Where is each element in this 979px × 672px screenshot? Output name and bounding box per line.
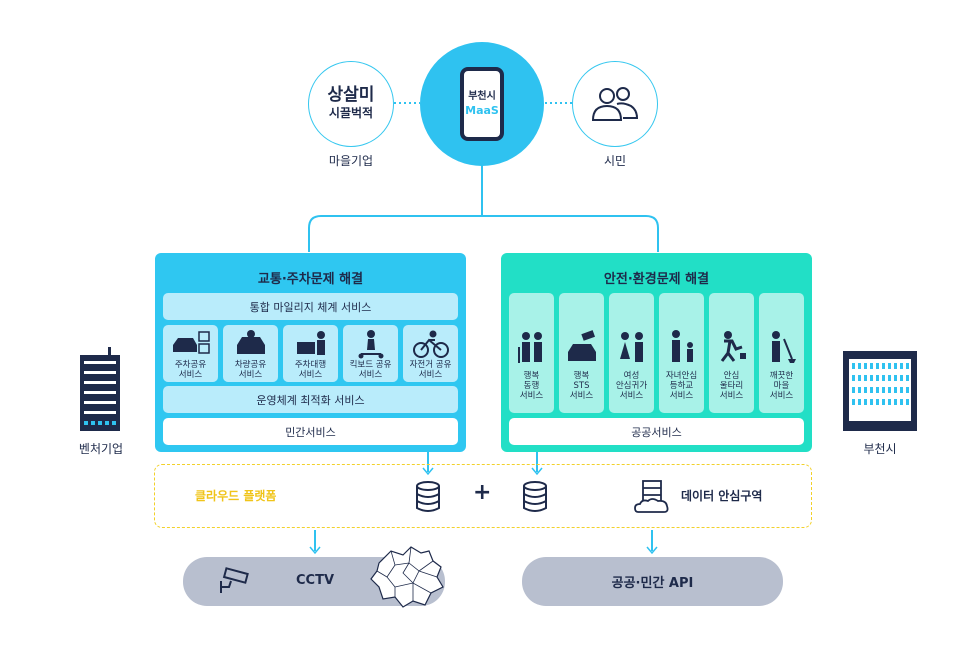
car-camera-icon	[567, 330, 596, 361]
tile-label: 킥보드 공유 서비스	[349, 360, 392, 380]
tile-bicycle[interactable]: 자전거 공유 서비스	[403, 325, 458, 382]
database-icon	[523, 481, 547, 512]
bucheon-map-icon	[370, 546, 444, 608]
parent-child-icon	[671, 330, 693, 362]
car-share-icon	[236, 330, 265, 354]
cloud-platform-label: 클라우드 플랫폼	[195, 489, 277, 503]
tile-label: 주차공유 서비스	[174, 360, 207, 380]
tile-parking-share[interactable]: 주차공유 서비스	[163, 325, 218, 382]
tile-label: 자전거 공유 서비스	[409, 360, 452, 380]
tile-child-safe-school[interactable]: 자녀안심 등하교 서비스	[659, 293, 704, 413]
private-service-bar[interactable]: 민간서비스	[163, 418, 458, 445]
tile-label: 깨끗한 마을 서비스	[769, 371, 794, 401]
smartphone-icon: 부천시 MaaS	[460, 67, 504, 141]
tile-label: 행복 동행 서비스	[519, 371, 544, 401]
tile-valet[interactable]: 주차대행 서비스	[283, 325, 338, 382]
runner-icon	[720, 331, 746, 362]
safety-environment-panel: 안전·환경문제 해결 행복 동행 서비스 행복 STS 서비스 여성 안심귀가 …	[501, 253, 812, 452]
tile-label: 행복 STS 서비스	[569, 371, 594, 401]
hub-line1: 부천시	[468, 91, 496, 102]
citizen-caption: 시민	[603, 154, 627, 168]
tile-label: 주차대행 서비스	[294, 360, 327, 380]
logo-text-1: 상살미	[327, 85, 375, 105]
traffic-panel-title: 교통·주차문제 해결	[257, 272, 364, 287]
plus-sign: +	[473, 480, 492, 505]
safety-panel-title: 안전·환경문제 해결	[603, 272, 710, 287]
tile-safe-fence[interactable]: 안심 울타리 서비스	[709, 293, 754, 413]
tile-label: 여성 안심귀가 서비스	[615, 371, 648, 401]
logo-text-2: 시끌벅적	[328, 106, 374, 120]
tile-label: 자녀안심 등하교 서비스	[665, 371, 698, 401]
cloud-server-icon	[634, 480, 669, 513]
woman-guard-icon	[619, 332, 643, 362]
sweeper-icon	[771, 331, 796, 363]
bucheon-caption: 부천시	[863, 442, 897, 456]
village-caption: 마을기업	[328, 154, 374, 168]
venture-building-icon	[80, 347, 120, 431]
data-safe-zone-label: 데이터 안심구역	[681, 489, 763, 503]
mileage-bar[interactable]: 통합 마일리지 체계 서비스	[163, 293, 458, 320]
maas-hub[interactable]: 부천시 MaaS	[420, 42, 544, 166]
citizen-circle[interactable]	[572, 61, 658, 147]
kickboard-icon	[358, 330, 383, 359]
elderly-couple-icon	[517, 332, 542, 363]
bicycle-icon	[412, 330, 449, 358]
database-icon	[416, 481, 440, 512]
tile-kickboard[interactable]: 킥보드 공유 서비스	[343, 325, 398, 382]
tile-clean-village[interactable]: 깨끗한 마을 서비스	[759, 293, 804, 413]
api-label: 공공·민간 API	[611, 576, 694, 591]
public-private-api-pill[interactable]: 공공·민간 API	[522, 557, 783, 606]
cctv-camera-icon	[220, 567, 249, 593]
village-logo: 상살미 시끌벅적	[328, 86, 375, 122]
tile-happy-companion[interactable]: 행복 동행 서비스	[509, 293, 554, 413]
traffic-parking-panel: 교통·주차문제 해결 통합 마일리지 체계 서비스 주차공유 서비스 차량공유 …	[155, 253, 466, 452]
people-icon	[591, 87, 639, 121]
tile-label: 차량공유 서비스	[234, 360, 267, 380]
hub-line2: MaaS	[465, 104, 499, 117]
cctv-pill[interactable]: CCTV	[183, 546, 445, 608]
optimization-bar[interactable]: 운영체계 최적화 서비스	[163, 386, 458, 413]
venture-caption: 벤처기업	[78, 442, 124, 456]
car-parking-icon	[172, 331, 210, 354]
cloud-platform-box	[154, 464, 812, 528]
tile-label: 안심 울타리 서비스	[719, 371, 744, 401]
tile-happy-sts[interactable]: 행복 STS 서비스	[559, 293, 604, 413]
city-hall-building-icon	[843, 351, 917, 431]
valet-parking-icon	[296, 331, 325, 355]
tile-car-share[interactable]: 차량공유 서비스	[223, 325, 278, 382]
public-service-bar[interactable]: 공공서비스	[509, 418, 804, 445]
tile-women-safe-return[interactable]: 여성 안심귀가 서비스	[609, 293, 654, 413]
village-enterprise-circle[interactable]: 상살미 시끌벅적	[308, 61, 394, 147]
cctv-label: CCTV	[296, 573, 335, 588]
